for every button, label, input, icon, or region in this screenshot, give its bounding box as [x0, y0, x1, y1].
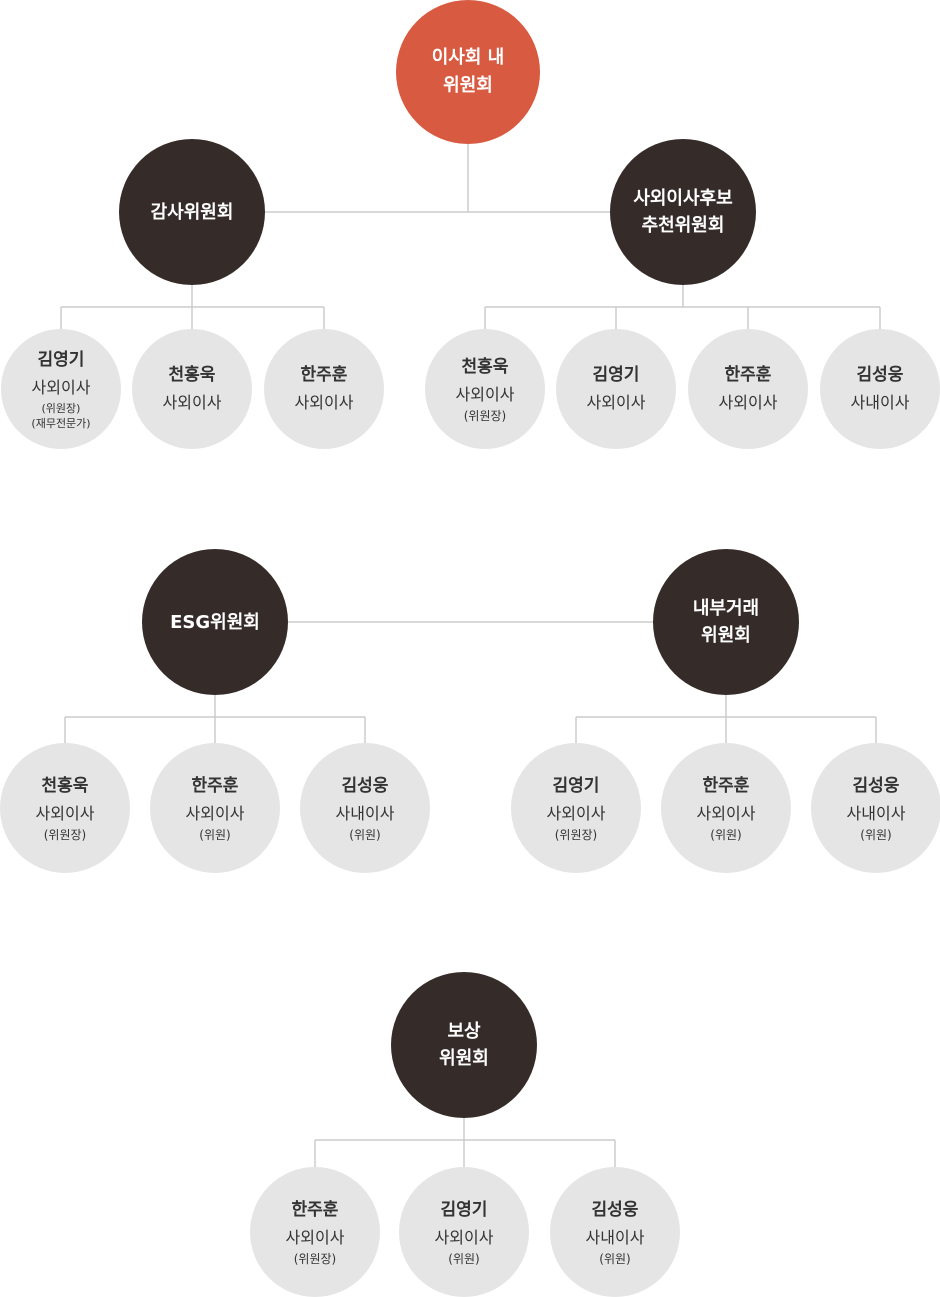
root-label: 이사회 내: [431, 47, 505, 68]
member-title: 사내이사: [850, 393, 910, 412]
committee-label: 위원회: [439, 1048, 489, 1069]
member-name: 천홍욱: [168, 365, 216, 385]
member-name: 한주훈: [291, 1199, 339, 1220]
member-role: (위원): [710, 827, 742, 842]
committee-node: ESG위원회: [142, 549, 288, 695]
member-name: 한주훈: [702, 775, 750, 796]
member-title: 사외이사: [162, 393, 222, 412]
member-name: 천홍욱: [461, 356, 509, 377]
member-title: 사외이사: [696, 803, 756, 823]
committee-label: 내부거래: [692, 598, 760, 619]
member-role: (위원): [860, 827, 892, 842]
member-title: 사내이사: [585, 1227, 645, 1247]
committee-label: 보상: [447, 1021, 481, 1042]
committee-label: 위원회: [701, 625, 751, 646]
member-title: 사외이사: [35, 803, 95, 823]
committee-node: 감사위원회: [119, 139, 265, 285]
member-role: (위원): [599, 1251, 631, 1266]
member-name: 천홍욱: [41, 775, 89, 796]
committee-label: 추천위원회: [641, 215, 725, 236]
member-name: 김영기: [552, 775, 600, 796]
root-label: 위원회: [443, 75, 493, 96]
committee-label: 사외이사후보: [633, 188, 733, 209]
member-name: 김영기: [592, 365, 640, 385]
member-role: (재무전문가): [31, 417, 91, 430]
member-role: (위원): [199, 827, 231, 842]
member-name: 김영기: [37, 350, 85, 370]
member-role: (위원): [349, 827, 381, 842]
member-role: (위원장): [41, 402, 81, 415]
member-role: (위원장): [43, 827, 87, 842]
member-name: 김성웅: [591, 1199, 639, 1220]
member-role: (위원장): [554, 827, 598, 842]
member-title: 사외이사: [31, 378, 91, 397]
member-name: 한주훈: [191, 775, 239, 796]
member-title: 사외이사: [434, 1227, 494, 1247]
member-title: 사외이사: [718, 393, 778, 412]
member-title: 사내이사: [846, 803, 906, 823]
member-role: (위원장): [293, 1251, 337, 1266]
member-name: 김성웅: [856, 365, 904, 385]
member-title: 사외이사: [285, 1227, 345, 1247]
member-title: 사외이사: [294, 393, 354, 412]
committee-label: ESG위원회: [170, 611, 260, 633]
member-title: 사외이사: [546, 803, 606, 823]
member-role: (위원): [448, 1251, 480, 1266]
member-name: 한주훈: [724, 365, 772, 385]
member-name: 한주훈: [300, 365, 348, 385]
member-name: 김성웅: [852, 775, 900, 796]
member-title: 사외이사: [185, 803, 245, 823]
committee-label: 감사위원회: [150, 201, 234, 223]
member-title: 사외이사: [455, 384, 515, 404]
member-title: 사외이사: [586, 393, 646, 412]
member-name: 김성웅: [341, 775, 389, 796]
member-title: 사내이사: [335, 803, 395, 823]
member-role: (위원장): [463, 408, 507, 423]
member-name: 김영기: [440, 1199, 488, 1220]
